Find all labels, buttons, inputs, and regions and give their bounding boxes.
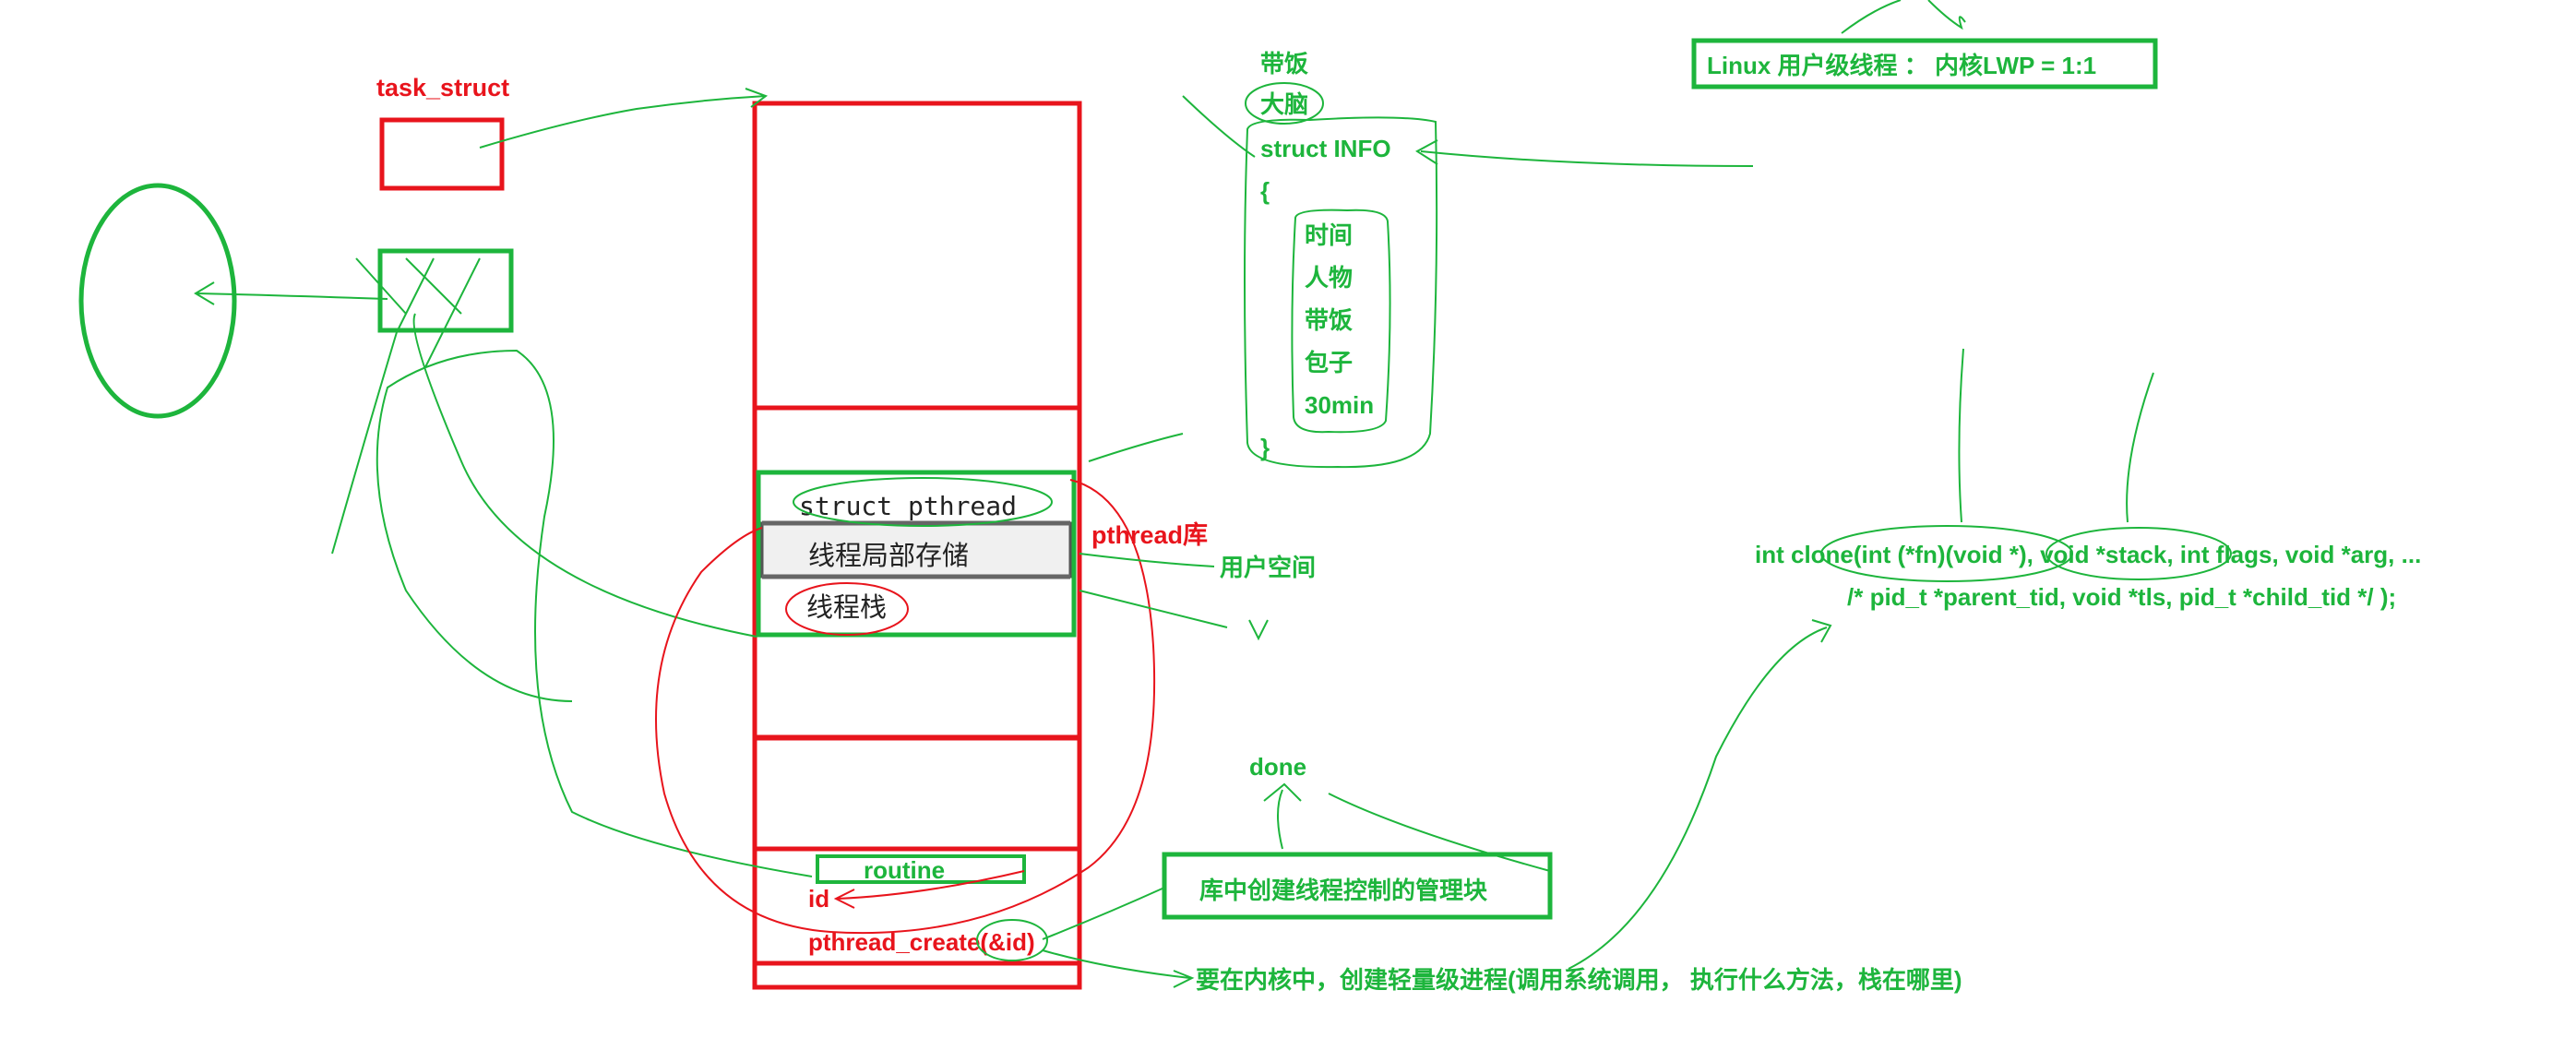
info-outer-scribble	[1244, 116, 1438, 469]
info-open-brace: {	[1260, 177, 1270, 205]
id-label: id	[808, 885, 829, 913]
thread-control-block: struct pthread 线程局部存储 线程栈	[756, 470, 1077, 638]
user-space-tail	[1248, 619, 1269, 641]
info-field-4: 30min	[1305, 391, 1374, 419]
lwp-to-cpu-arrow	[194, 281, 388, 305]
top-right-scribble	[1841, 0, 1966, 34]
mgmt-to-info-arrow	[1328, 793, 1551, 872]
task-struct-box	[379, 117, 505, 191]
create-to-mgmt-arrow	[1042, 887, 1195, 988]
struct-pthread-label: struct pthread	[799, 491, 1017, 521]
tcb-outline	[756, 470, 1077, 638]
done-arrow	[1263, 782, 1302, 850]
clone-fn-circle	[1820, 525, 2073, 582]
info-close-brace: }	[1260, 434, 1270, 461]
info-field-2: 带饭	[1305, 306, 1353, 334]
kernel-note-label: 要在内核中，创建轻量级进程(调用系统调用， 执行什么方法，栈在哪里)	[1196, 966, 1962, 994]
lwp-box	[377, 248, 514, 333]
user-space-label: 用户空间	[1220, 554, 1316, 581]
cpu-ellipse	[78, 183, 237, 419]
tcb-to-user-space-arrow	[1079, 433, 1228, 628]
stack-red-circle	[785, 582, 909, 636]
routine-to-id-arrow	[833, 870, 1025, 909]
routine-label: routine	[864, 856, 945, 884]
tls-label: 线程局部存储	[808, 541, 969, 571]
routine-box	[816, 854, 1026, 884]
mgmt-block-box	[1162, 852, 1553, 920]
lwp-scribble	[355, 257, 481, 370]
info-field-3: 包子	[1305, 349, 1353, 376]
mgmt-block-label: 库中创建线程控制的管理块	[1199, 877, 1487, 904]
info-header-arrow	[1415, 139, 1754, 167]
clone-stack-circle	[2045, 527, 2232, 580]
info-header: struct INFO	[1260, 135, 1391, 162]
clone-top-strokes	[1958, 348, 2154, 523]
pthread-lib-label: pthread库	[1091, 521, 1208, 549]
info-left-scribble	[1182, 95, 1256, 158]
info-struct: 带饭 大脑 struct INFO { 时间 人物 带饭 包子 30min }	[1244, 50, 1438, 469]
info-title2: 大脑	[1260, 90, 1308, 118]
linux-model-label: Linux 用户级线程 ： 内核LWP = 1:1	[1707, 52, 2096, 79]
info-title2-circle	[1245, 82, 1324, 125]
task-struct-label: task_struct	[376, 74, 509, 101]
code-region-box	[752, 846, 1082, 966]
address-space-column	[752, 101, 1082, 990]
info-field-0: 时间	[1305, 221, 1353, 249]
struct-pthread-circle	[793, 477, 1053, 527]
clone-line2: /* pid_t *parent_tid, void *tls, pid_t *…	[1847, 583, 2396, 611]
info-title1: 带饭	[1260, 50, 1308, 78]
pthread-create-circle	[976, 919, 1048, 961]
info-field-1: 人物	[1305, 264, 1353, 292]
thread-stack-label: 线程栈	[806, 592, 887, 623]
kernel-note-to-clone-arrow	[1568, 619, 1832, 970]
annotation-strokes	[194, 0, 2154, 988]
linux-model-box	[1691, 38, 2158, 89]
done-label: done	[1249, 753, 1306, 781]
tcb-to-lwp-loop	[331, 313, 757, 638]
routine-to-lwp-loop	[376, 349, 813, 877]
tcb-red-loop	[655, 479, 1156, 935]
task-struct-to-column-arrow	[479, 88, 769, 149]
clone-line1: int clone(int (*fn)(void *), void *stack…	[1755, 541, 2421, 568]
info-inner-scribble	[1291, 209, 1391, 434]
